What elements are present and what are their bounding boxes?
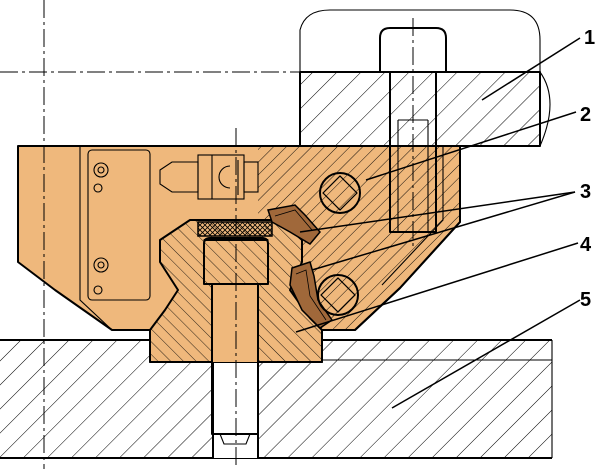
callout-4: 4 [580,234,592,256]
center-lines [0,0,414,469]
end-plate-screw-upper [93,162,109,178]
carriage-inner-line [381,146,444,286]
leader-3a [299,191,576,233]
roller-lower [317,274,359,316]
end-plate-hole-lower [93,285,103,295]
rail-bolt [203,237,269,445]
callout-5: 5 [580,289,591,311]
leader-2 [365,111,577,181]
leader-3b [311,191,576,271]
lubrication-nipple [159,154,259,200]
callout-2: 2 [580,104,591,126]
callout-3: 3 [580,181,591,203]
leader-4 [295,242,579,333]
end-plate-hole-upper [93,183,103,193]
upper-table-plate [299,9,551,147]
leader-1 [481,37,581,101]
side-seal-upper [267,204,321,245]
end-plate-screw-lower [93,257,109,273]
callout-1: 1 [584,27,595,49]
carriage-body-outline [258,145,461,331]
leader-5 [391,299,581,409]
roller-upper [319,172,361,214]
leader-lines [295,37,581,409]
top-wiper-seal [197,221,273,237]
